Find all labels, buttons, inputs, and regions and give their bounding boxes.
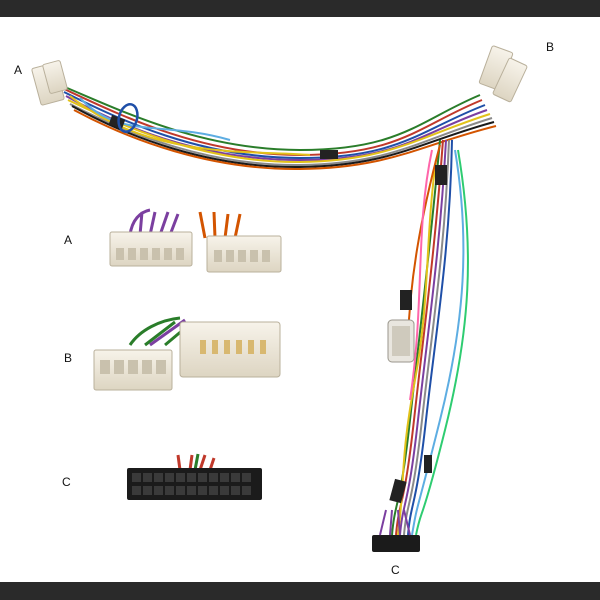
end-connector-a	[31, 60, 68, 106]
wiring-harness-photo	[31, 45, 528, 552]
label-detail-a: A	[64, 233, 73, 247]
detail-connector-b	[93, 316, 281, 391]
label-end-b: B	[546, 40, 555, 54]
end-connector-c	[372, 509, 420, 552]
top-border-bar	[0, 0, 600, 17]
inline-connector	[387, 319, 415, 363]
end-connector-b	[478, 45, 528, 103]
label-detail-c: C	[62, 475, 71, 489]
label-end-a: A	[14, 63, 23, 77]
blue-wire-loop	[117, 103, 139, 133]
tape-wraps	[108, 114, 447, 504]
bottom-border-bar	[0, 582, 600, 600]
detail-connector-a	[109, 208, 282, 273]
label-detail-b: B	[64, 351, 73, 365]
label-end-c: C	[391, 563, 400, 577]
detail-connector-c	[127, 453, 262, 500]
